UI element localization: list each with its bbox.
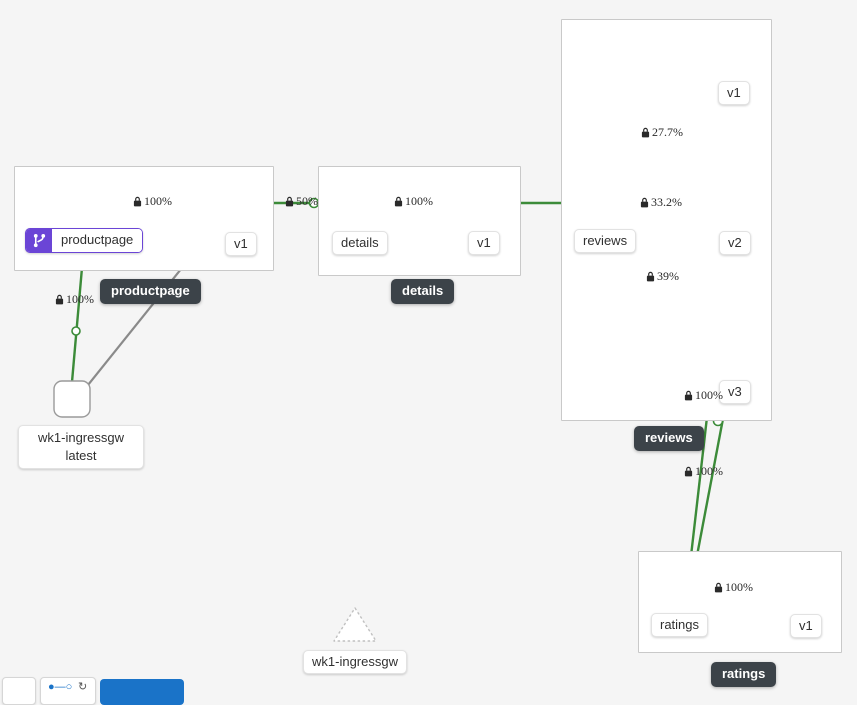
version-text: v1	[799, 618, 813, 633]
edge-pct: 100%	[695, 464, 723, 478]
legend-icon[interactable]: ●—○	[48, 681, 73, 693]
edge-label-details-svc-v1[interactable]: 100%	[394, 195, 433, 207]
edge-label-reviews-v2-ratings[interactable]: 100%	[684, 465, 723, 477]
tooltip-text: ratings	[722, 666, 766, 681]
service-text: details	[341, 235, 379, 250]
lock-icon	[640, 197, 649, 208]
tooltip-text: reviews	[645, 430, 693, 445]
edge-label-gw-to-productpage[interactable]: 100%	[55, 293, 94, 305]
edge-label-reviews-v2[interactable]: 33.2%	[640, 196, 682, 208]
node-label-productpage-text: productpage	[52, 229, 143, 252]
edge-pct: 33.2%	[651, 195, 682, 209]
edge-pct: 100%	[144, 194, 172, 208]
group-box-details[interactable]	[318, 166, 521, 276]
node-label-wk1-ingressgw-idle[interactable]: wk1-ingressgw	[303, 650, 407, 674]
lock-icon	[684, 466, 693, 477]
version-text: v3	[728, 384, 742, 399]
edge-pct: 39%	[657, 269, 679, 283]
edge-pct: 100%	[66, 292, 94, 306]
gw-version-text: latest	[65, 448, 97, 463]
lock-icon	[646, 271, 655, 282]
lock-icon	[133, 196, 142, 207]
edge-label-productpage-details[interactable]: 50%	[285, 195, 318, 207]
tooltip-text: productpage	[111, 283, 190, 298]
lock-icon	[684, 390, 693, 401]
bottom-toolbar[interactable]: ●—○ ↻	[0, 675, 230, 705]
version-text: v1	[234, 236, 248, 251]
version-text: v1	[727, 85, 741, 100]
node-wk1-ingressgw-idle[interactable]	[333, 607, 377, 642]
node-label-reviews-v1[interactable]: v1	[718, 81, 750, 105]
tooltip-text: details	[402, 283, 444, 298]
node-label-wk1-ingressgw[interactable]: wk1-ingressgw latest	[18, 425, 144, 469]
gw-name-text: wk1-ingressgw	[38, 430, 124, 445]
edge-pct: 100%	[725, 580, 753, 594]
lock-icon	[55, 294, 64, 305]
edge-pct: 100%	[405, 194, 433, 208]
tooltip-ratings: ratings	[711, 662, 777, 687]
node-label-productpage-v1[interactable]: v1	[225, 232, 257, 256]
edge-pct: 100%	[695, 388, 723, 402]
node-label-reviews-v2[interactable]: v2	[719, 231, 751, 255]
node-label-details-service[interactable]: details	[332, 231, 388, 255]
node-label-ratings-v1[interactable]: v1	[790, 614, 822, 638]
edge-label-ratings-svc-v1[interactable]: 100%	[714, 581, 753, 593]
lock-icon	[641, 127, 650, 138]
edge-pct: 50%	[296, 194, 318, 208]
version-text: v2	[728, 235, 742, 250]
edge-label-reviews-v3-ratings[interactable]: 100%	[684, 389, 723, 401]
node-wk1-ingressgw[interactable]	[53, 380, 91, 418]
edge-label-productpage-svc-v1[interactable]: 100%	[133, 195, 172, 207]
edge-label-reviews-v1[interactable]: 27.7%	[641, 126, 683, 138]
group-box-reviews[interactable]	[561, 19, 772, 421]
zoom-controls-chip[interactable]	[2, 677, 36, 705]
lock-icon	[714, 582, 723, 593]
edge-label-reviews-v3[interactable]: 39%	[646, 270, 679, 282]
node-label-reviews-service[interactable]: reviews	[574, 229, 637, 253]
tooltip-details: details	[391, 279, 455, 304]
lock-icon	[285, 196, 294, 207]
node-label-details-v1[interactable]: v1	[468, 231, 500, 255]
route-icon	[26, 229, 52, 252]
edge-pct: 27.7%	[652, 125, 683, 139]
primary-action-button[interactable]	[100, 679, 184, 705]
tooltip-reviews: reviews	[634, 426, 704, 451]
node-label-ratings-service[interactable]: ratings	[651, 613, 709, 637]
service-text: ratings	[660, 617, 700, 632]
tooltip-productpage: productpage	[100, 279, 201, 304]
lock-icon	[394, 196, 403, 207]
gw-idle-text: wk1-ingressgw	[312, 654, 398, 669]
version-text: v1	[477, 235, 491, 250]
service-text: reviews	[583, 233, 628, 248]
node-label-reviews-v3[interactable]: v3	[719, 380, 751, 404]
refresh-icon[interactable]: ↻	[78, 681, 88, 693]
node-label-productpage-service[interactable]: productpage	[25, 228, 144, 253]
